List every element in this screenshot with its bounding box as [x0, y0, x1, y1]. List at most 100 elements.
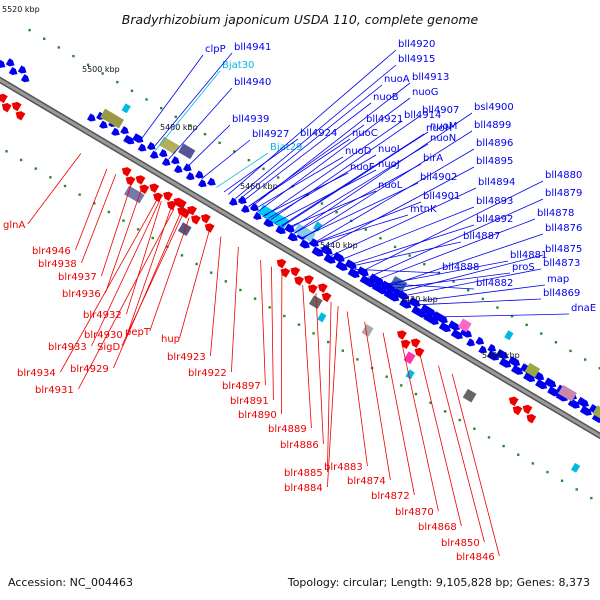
- forward-leader-line: [384, 233, 544, 288]
- reverse-gene-label: blr4890: [238, 410, 277, 421]
- gene-arrow-shape: [121, 167, 132, 177]
- feature-box: [293, 223, 316, 243]
- forward-gene-arrow: [496, 348, 505, 358]
- gene-arrow-shape: [87, 113, 96, 122]
- forward-leader-line: [257, 97, 411, 213]
- gene-arrow-shape: [418, 309, 427, 318]
- reverse-gene-arrow: [1, 102, 12, 113]
- ruler-marker: [210, 271, 213, 274]
- ruler-marker: [122, 219, 125, 222]
- reverse-gene-arrow: [304, 275, 314, 285]
- forward-gene-arrow: [360, 268, 369, 277]
- forward-gene-arrow: [134, 134, 144, 143]
- forward-gene-arrow: [0, 59, 6, 68]
- gene-arrow-shape: [139, 184, 150, 194]
- ruler-marker: [423, 263, 426, 266]
- ruler-marker: [525, 323, 528, 327]
- gene-arrow-shape: [290, 267, 301, 277]
- gene-arrow-shape: [149, 183, 160, 193]
- ruler-marker: [554, 341, 558, 344]
- gene-arrow-shape: [397, 330, 407, 340]
- feature-box: [99, 108, 125, 129]
- forward-gene-arrow: [351, 269, 360, 279]
- forward-leader-line: [223, 138, 299, 193]
- forward-leader-line: [248, 124, 365, 207]
- ruler-marker: [72, 54, 75, 58]
- forward-gene-arrow: [158, 149, 168, 158]
- forward-leader-line: [216, 152, 269, 188]
- feature-box-shape: [361, 324, 374, 337]
- gene-arrow-shape: [17, 65, 27, 74]
- forward-gene-label: nuoN: [430, 133, 456, 144]
- ruler-marker: [429, 401, 432, 404]
- reverse-gene-arrow: [410, 338, 421, 348]
- forward-leader-line: [354, 268, 441, 274]
- gene-arrow-shape: [173, 197, 184, 208]
- feature-box: [158, 136, 180, 155]
- forward-leader-line: [139, 54, 204, 142]
- gene-arrow-shape: [294, 276, 305, 286]
- feature-box-shape: [570, 462, 581, 473]
- forward-gene-arrow: [544, 377, 553, 386]
- ruler-marker: [19, 158, 23, 162]
- gene-arrow-shape: [336, 254, 345, 263]
- forward-gene-label: bll4875: [545, 244, 582, 255]
- feature-box-shape: [308, 295, 323, 310]
- reverse-gene-label: SigD: [97, 342, 120, 353]
- feature-box: [558, 384, 577, 402]
- forward-gene-label: proS: [512, 262, 535, 273]
- ruler-marker: [385, 375, 388, 378]
- gene-arrow-shape: [111, 127, 120, 136]
- gene-arrow-shape: [137, 143, 147, 152]
- gene-arrow-shape: [238, 195, 247, 205]
- forward-gene-label: bll4920: [398, 39, 435, 50]
- reverse-gene-arrow: [512, 405, 523, 416]
- feature-box-shape: [403, 351, 416, 365]
- forward-leader-line: [373, 218, 536, 282]
- ruler-marker: [159, 106, 163, 110]
- feature-box-shape: [390, 276, 408, 292]
- gene-arrow-shape: [544, 377, 553, 386]
- feature-box: [177, 222, 192, 236]
- reverse-gene-arrow: [163, 191, 173, 202]
- gene-arrow-shape: [125, 176, 136, 186]
- feature-box: [121, 103, 131, 114]
- reverse-leader-line: [27, 153, 82, 225]
- forward-leader-line: [320, 166, 475, 250]
- ruler-marker: [253, 297, 257, 300]
- gene-arrow-shape: [466, 338, 475, 347]
- forward-leader-line: [311, 148, 475, 245]
- ruler-marker: [502, 444, 505, 448]
- reverse-gene-arrow: [290, 267, 301, 277]
- gene-arrow-shape: [11, 101, 22, 112]
- reverse-gene-arrow: [200, 214, 211, 224]
- ruler-marker: [28, 28, 31, 32]
- reverse-leader-line: [302, 285, 312, 429]
- reverse-leader-line: [91, 200, 161, 347]
- reverse-gene-label: blr4870: [395, 507, 434, 518]
- forward-gene-arrow: [111, 127, 120, 136]
- forward-gene-arrow: [535, 379, 544, 388]
- forward-leader-line: [275, 169, 377, 223]
- reverse-gene-arrow: [414, 347, 425, 358]
- gene-arrow-shape: [182, 163, 192, 172]
- gene-arrow-shape: [522, 404, 533, 415]
- gene-arrow-shape: [125, 136, 135, 145]
- feature-box: [258, 204, 289, 229]
- ruler-marker: [341, 349, 344, 352]
- ruler-marker: [43, 37, 46, 40]
- forward-gene-label: bll4876: [545, 223, 582, 234]
- forward-leader-line: [394, 254, 544, 294]
- reverse-gene-arrow: [522, 404, 533, 415]
- feature-box-shape: [558, 384, 577, 402]
- forward-gene-arrow: [442, 324, 451, 333]
- forward-gene-label: bll4913: [412, 72, 449, 83]
- gene-arrow-shape: [1, 102, 12, 113]
- ruler-marker: [224, 280, 228, 283]
- forward-leader-line: [311, 214, 409, 245]
- forward-gene-arrow: [339, 262, 348, 271]
- reverse-gene-label: blr4874: [347, 476, 386, 487]
- reverse-gene-arrow: [173, 197, 184, 208]
- forward-gene-arrow: [326, 255, 336, 264]
- gene-arrow-shape: [20, 74, 30, 83]
